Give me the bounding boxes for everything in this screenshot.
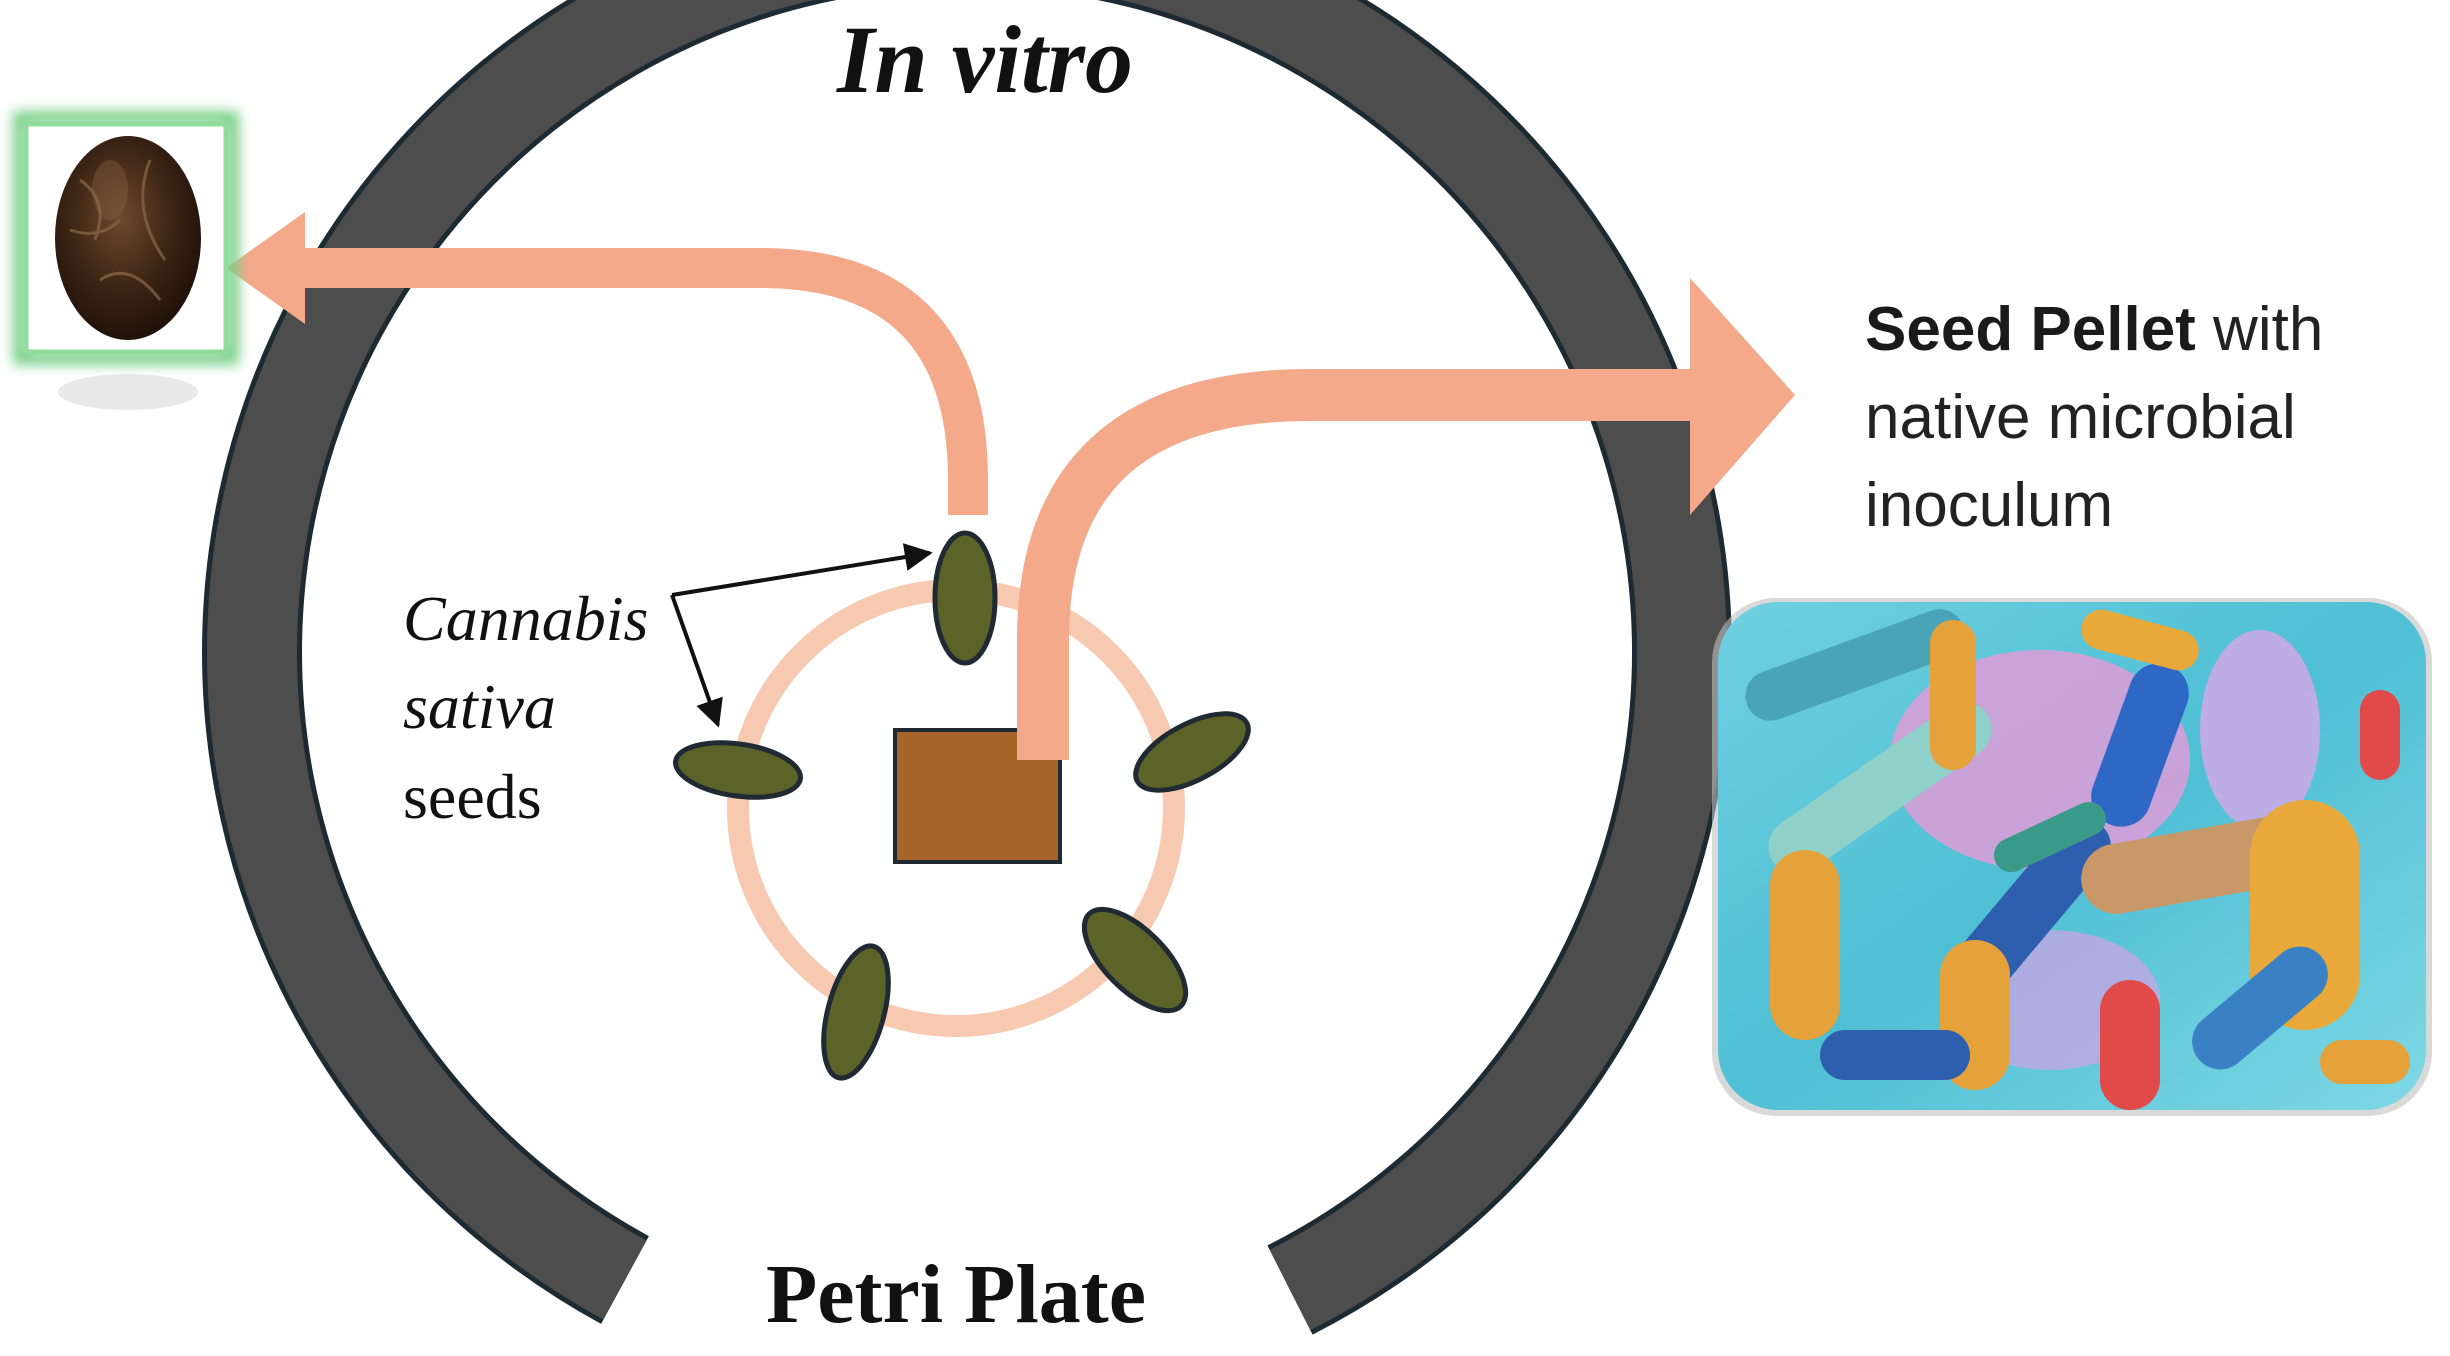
seed-left — [673, 740, 803, 800]
petri-plate-label: Petri Plate — [766, 1248, 1146, 1341]
microbe-image — [1712, 598, 2432, 1116]
seed-photo — [13, 111, 239, 410]
seeds-label-line2: sativa — [403, 671, 556, 742]
arrow-to-pellet-label — [1017, 278, 1795, 760]
seed-bottom-left — [821, 943, 891, 1081]
diagram-title: In vitro — [836, 6, 1133, 113]
pellet-label-line3: inoculum — [1865, 471, 2113, 540]
seeds-label: Cannabis sativa seeds — [403, 583, 648, 832]
petri-plate-rim-fill — [207, 0, 1727, 1331]
pellet-label: Seed Pellet with native microbial inocul… — [1865, 295, 2323, 540]
pellet-label-line2: native microbial — [1865, 383, 2296, 452]
seed-right — [1133, 711, 1251, 793]
bacteria-illustration-icon — [1745, 609, 2410, 1110]
cannabis-seeds — [673, 530, 1251, 1081]
seed-bottom-right — [1081, 906, 1189, 1014]
cannabis-seed-icon — [55, 136, 201, 340]
seed-top — [932, 530, 998, 666]
arrow-to-seed-photo — [226, 212, 988, 515]
seeds-label-line3: seeds — [403, 761, 542, 832]
seeds-label-line1: Cannabis — [403, 583, 648, 654]
pellet-label-rest: with — [2196, 295, 2323, 364]
pellet-label-bold: Seed Pellet — [1865, 295, 2196, 364]
svg-text:Seed Pellet with: Seed Pellet with — [1865, 295, 2323, 364]
seed-pointer-arrows — [670, 543, 933, 728]
